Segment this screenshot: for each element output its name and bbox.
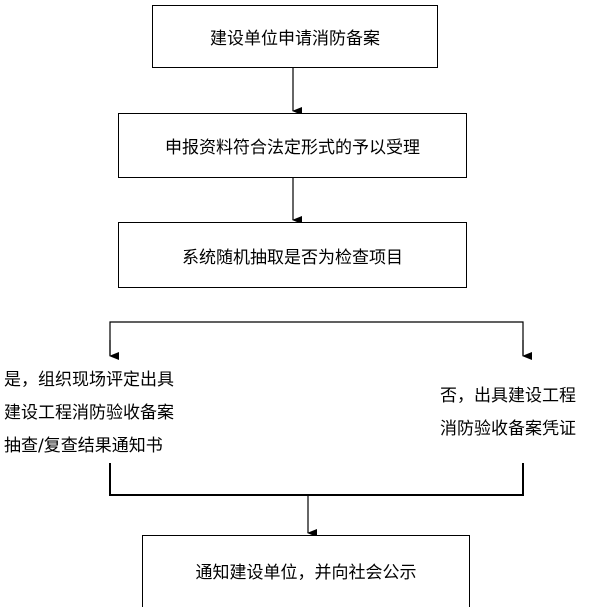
yes-line-2: 建设工程消防验收备案 — [4, 403, 174, 423]
step-accept-label: 申报资料符合法定形式的予以受理 — [165, 138, 420, 158]
yes-branch-text: 是，组织现场评定出具 建设工程消防验收备案 抽查/复查结果通知书 — [4, 364, 174, 463]
no-line-1: 否，出具建设工程 — [440, 386, 576, 406]
step-accept-box: 申报资料符合法定形式的予以受理 — [118, 113, 467, 178]
final-notify-box: 通知建设单位，并向社会公示 — [142, 535, 470, 607]
split-line — [109, 321, 524, 355]
final-notify-label: 通知建设单位，并向社会公示 — [195, 562, 417, 583]
step-random-check-label: 系统随机抽取是否为检查项目 — [182, 247, 403, 268]
step-apply-box: 建设单位申请消防备案 — [152, 5, 438, 68]
merge-line — [109, 463, 524, 496]
yes-line-1: 是，组织现场评定出具 — [4, 370, 174, 390]
no-line-2: 消防验收备案凭证 — [440, 419, 576, 439]
step-apply-label: 建设单位申请消防备案 — [210, 29, 380, 49]
step-random-check-box: 系统随机抽取是否为检查项目 — [118, 222, 467, 288]
no-branch-text: 否，出具建设工程 消防验收备案凭证 — [440, 380, 576, 446]
yes-line-3: 抽查/复查结果通知书 — [4, 436, 163, 456]
